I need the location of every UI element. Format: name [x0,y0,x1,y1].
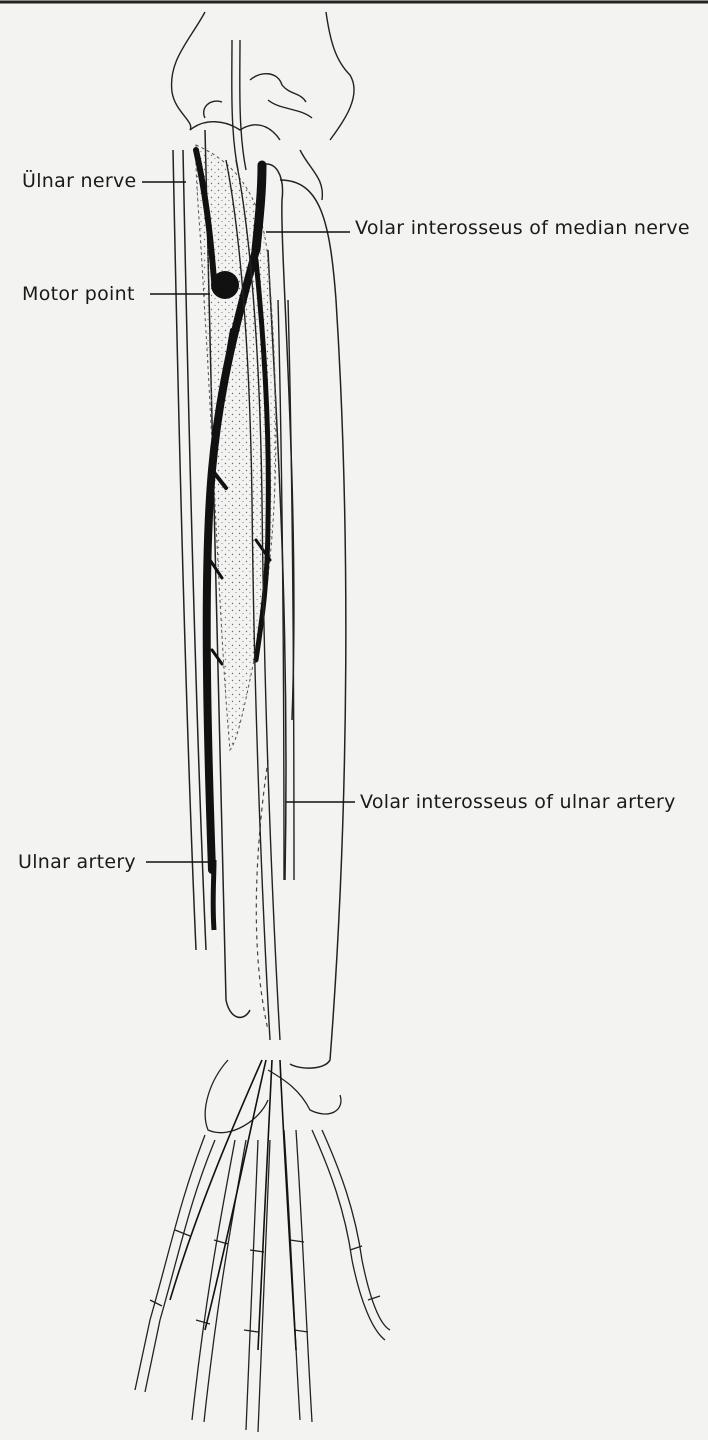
motor-point-label: Motor point [22,285,135,304]
motor-point-dot [211,271,239,299]
volar-interosseus-median-label: Volar interosseus of median nerve [355,219,690,238]
ulnar-artery-label: Ulnar artery [18,853,136,872]
ulnar-nerve-label: Ülnar nerve [22,172,137,191]
volar-interosseus-ulnar-label: Volar interosseus of ulnar artery [360,793,676,812]
finger-tendons [170,1060,296,1350]
